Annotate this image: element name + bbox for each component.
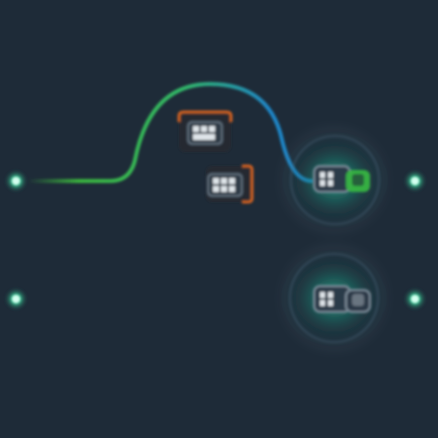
left-port-lower[interactable] [4,287,34,311]
upper-route [26,81,314,183]
right-port-upper[interactable] [403,169,427,193]
device-rings [284,130,384,348]
block-icon-bottom[interactable] [206,164,254,204]
device-icon[interactable] [313,165,370,193]
right-port-lower[interactable] [403,287,427,311]
left-port-upper[interactable] [4,169,34,193]
device-icon-lower[interactable] [313,285,371,313]
block-icon-top[interactable] [177,110,233,152]
